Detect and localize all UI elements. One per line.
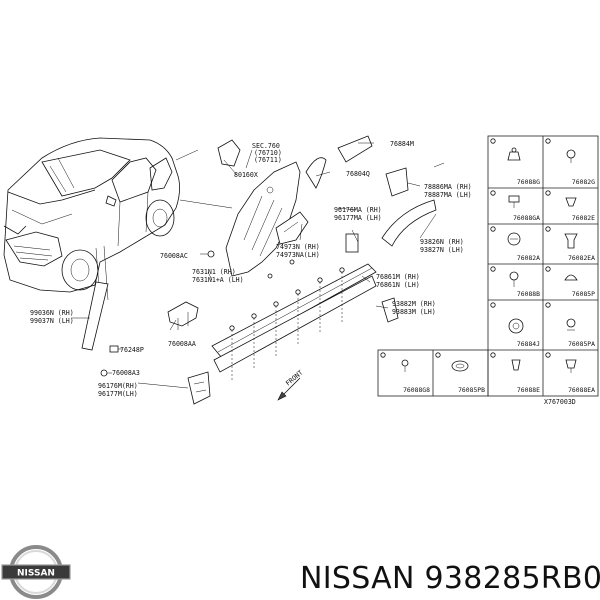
label-78887ma: 78887MA (LH)	[424, 191, 472, 199]
grid-part-code: 76082E	[572, 214, 595, 222]
label-76008a3: 76008A3	[112, 369, 140, 377]
grid-ref-marker	[490, 226, 496, 232]
side-sill-molding	[211, 259, 377, 401]
label-93883m: 93883M (LH)	[392, 308, 436, 316]
label-reference-code: X767003D	[544, 398, 576, 406]
label-76861n: 76861N (LH)	[376, 281, 420, 289]
car-illustration	[3, 137, 233, 301]
grid-part-code: 76082A	[517, 254, 540, 262]
grid-ref-marker	[545, 302, 551, 308]
label-78886ma: 78886MA (RH)	[424, 183, 472, 191]
fender-liner	[217, 135, 437, 323]
left-parts	[81, 250, 215, 405]
label-96176m: 96176M(RH)	[98, 382, 138, 390]
label-74973n: 74973N (RH)	[276, 243, 320, 251]
grid-ref-marker	[490, 138, 496, 144]
part-icon-76088GA	[508, 195, 520, 208]
label-76861m: 76861M (RH)	[376, 273, 420, 281]
label-7631n1: 7631N1 (RH)	[192, 268, 236, 276]
grid-ref-marker	[545, 226, 551, 232]
grid-ref-marker	[435, 352, 441, 358]
label-93882m: 93882M (RH)	[392, 300, 436, 308]
part-icon-76082A	[507, 232, 521, 246]
grid-part-code: 76088B	[517, 290, 540, 298]
label-76008aa: 76008AA	[168, 340, 196, 348]
grid-ref-marker	[545, 352, 551, 358]
grid-ref-marker	[545, 190, 551, 196]
grid-part-code: 76884J	[517, 340, 540, 348]
grid-part-code: 76082EA	[568, 254, 595, 262]
grid-ref-marker	[490, 190, 496, 196]
nissan-logo: NISSAN	[1, 545, 71, 599]
label-sec760: SEC.760	[252, 142, 280, 150]
part-icon-76884J	[508, 318, 524, 334]
part-icon-76088EA	[565, 359, 577, 373]
label-96176ma: 96176MA (RH)	[334, 206, 382, 214]
label-74973na: 74973NA(LH)	[276, 251, 320, 259]
label-76248p: 76248P	[120, 346, 144, 354]
label-76008ac: 76008AC	[160, 252, 188, 260]
label-sec760-b: (76711)	[254, 156, 282, 164]
grid-ref-marker	[380, 352, 386, 358]
part-icon-76088B	[509, 271, 519, 287]
grid-ref-marker	[490, 302, 496, 308]
label-front: FRONT	[284, 369, 304, 388]
grid-part-code: 76088EA	[568, 386, 595, 394]
label-76884m: 76884M	[390, 140, 414, 148]
grid-part-code: 76088GA	[513, 214, 540, 222]
logo-text: NISSAN	[17, 569, 55, 579]
part-icon-76082E	[565, 197, 577, 207]
grid-ref-marker	[545, 138, 551, 144]
label-76804q: 76804Q	[346, 170, 370, 178]
label-96177m: 96177M(LH)	[98, 390, 138, 398]
label-93827n: 93827N (LH)	[420, 246, 464, 254]
label-96177ma: 96177MA (LH)	[334, 214, 382, 222]
grid-part-code: 76085PA	[568, 340, 595, 348]
grid-ref-marker	[490, 266, 496, 272]
grid-part-code: 76085PB	[458, 386, 485, 394]
part-icon-76085PA	[566, 318, 576, 331]
part-icon-76088E	[511, 359, 521, 371]
grid-part-code: 76082G	[572, 178, 595, 186]
grid-part-code: 76088G8	[403, 386, 430, 394]
grid-ref-marker	[490, 352, 496, 358]
part-number-title: NISSAN 938285RB0A	[300, 561, 600, 596]
label-93826n: 93826N (RH)	[420, 238, 464, 246]
label-99037n: 99037N (LH)	[30, 317, 74, 325]
grid-part-code: 76088G	[517, 178, 540, 186]
part-icon-76088G8	[401, 359, 409, 372]
label-80160x: 80160X	[234, 171, 258, 179]
part-icon-76085PB	[451, 360, 469, 372]
leader-lines	[72, 142, 445, 389]
part-icon-76088G	[507, 147, 521, 161]
grid-part-code: 76085P	[572, 290, 595, 298]
label-sec760-a: (76710)	[254, 149, 282, 157]
grid-ref-marker	[545, 266, 551, 272]
grid-part-code: 76088E	[517, 386, 540, 394]
part-icon-76085P	[564, 274, 578, 281]
parts-grid: 76088G 76082G 76088GA 76082E 76082A 76082EA 76…	[377, 135, 599, 397]
part-labels: SEC.760 (76710) (76711) 76884M 80160X 76…	[30, 140, 576, 406]
label-99036n: 99036N (RH)	[30, 309, 74, 317]
part-icon-76082G	[566, 149, 576, 163]
part-icon-76082EA	[564, 233, 578, 249]
label-7631n1a: 7631N1+A (LH)	[192, 276, 244, 284]
